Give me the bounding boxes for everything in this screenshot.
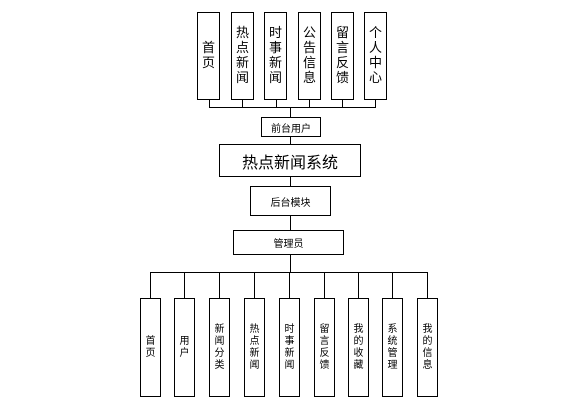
module-char: 户 <box>179 347 190 359</box>
module-char: 闻 <box>284 359 295 371</box>
module-char: 信 <box>302 56 316 71</box>
module-char: 的 <box>422 335 433 347</box>
module-char: 反 <box>335 56 349 71</box>
module-char: 新 <box>214 323 225 335</box>
admin-module-home: 首 页 <box>140 298 161 397</box>
module-char: 藏 <box>353 359 364 371</box>
admin-module-system-management: 系 统 管 理 <box>382 298 403 397</box>
admin-label: 管理员 <box>273 239 304 250</box>
admin-module-my-info: 我 的 信 息 <box>417 298 438 397</box>
module-char: 首 <box>201 41 215 56</box>
module-char: 告 <box>302 41 316 56</box>
module-char: 分 <box>214 347 225 359</box>
module-char: 类 <box>214 359 225 371</box>
module-char: 事 <box>268 41 282 56</box>
module-char: 闻 <box>235 71 249 86</box>
module-char: 馈 <box>335 71 349 86</box>
module-char: 统 <box>387 335 398 347</box>
frontend-module-current-news: 时 事 新 闻 <box>264 12 287 100</box>
admin-module-news-category: 新 闻 分 类 <box>209 298 230 397</box>
module-char: 留 <box>319 323 330 335</box>
frontend-module-announcements: 公 告 信 息 <box>298 12 321 100</box>
module-char: 新 <box>268 56 282 71</box>
module-char: 新 <box>284 347 295 359</box>
module-char: 新 <box>235 56 249 71</box>
frontend-module-hot-news: 热 点 新 闻 <box>231 12 254 100</box>
module-char: 时 <box>268 26 282 41</box>
module-char: 热 <box>235 26 249 41</box>
module-char: 言 <box>319 335 330 347</box>
module-char: 息 <box>422 359 433 371</box>
module-char: 我 <box>353 323 364 335</box>
module-char: 热 <box>249 323 260 335</box>
module-char: 理 <box>387 359 398 371</box>
module-char: 系 <box>387 323 398 335</box>
module-char: 时 <box>284 323 295 335</box>
module-char: 用 <box>179 335 190 347</box>
module-char: 留 <box>335 26 349 41</box>
module-char: 公 <box>302 26 316 41</box>
module-char: 人 <box>368 41 382 56</box>
module-char: 闻 <box>249 359 260 371</box>
system-title-box: 热点新闻系统 <box>219 144 361 177</box>
admin-module-users: 用 户 <box>174 298 195 397</box>
module-char: 闻 <box>268 71 282 86</box>
frontend-user-box: 前台用户 <box>261 117 321 137</box>
module-char: 事 <box>284 335 295 347</box>
module-char: 个 <box>368 26 382 41</box>
frontend-module-feedback: 留 言 反 馈 <box>331 12 354 100</box>
module-char: 反 <box>319 347 330 359</box>
module-char: 心 <box>368 71 382 86</box>
admin-module-feedback: 留 言 反 馈 <box>314 298 335 397</box>
system-title: 热点新闻系统 <box>241 152 338 172</box>
module-char: 新 <box>249 347 260 359</box>
admin-module-favorites: 我 的 收 藏 <box>348 298 369 397</box>
module-char: 首 <box>145 335 156 347</box>
admin-module-hot-news: 热 点 新 闻 <box>244 298 265 397</box>
module-char: 馈 <box>319 359 330 371</box>
module-char: 闻 <box>214 335 225 347</box>
module-char: 点 <box>235 41 249 56</box>
frontend-user-label: 前台用户 <box>271 123 311 135</box>
module-char: 页 <box>145 347 156 359</box>
backend-module-box: 后台模块 <box>250 186 331 216</box>
module-char: 中 <box>368 56 382 71</box>
module-char: 息 <box>302 71 316 86</box>
module-char: 页 <box>201 56 215 71</box>
module-char: 言 <box>335 41 349 56</box>
module-char: 信 <box>422 347 433 359</box>
frontend-module-home: 首 页 <box>197 12 220 100</box>
admin-module-current-news: 时 事 新 闻 <box>279 298 300 397</box>
admin-box: 管理员 <box>233 230 344 255</box>
frontend-module-personal-center: 个 人 中 心 <box>364 12 387 100</box>
module-char: 我 <box>422 323 433 335</box>
module-char: 管 <box>387 347 398 359</box>
module-char: 点 <box>249 335 260 347</box>
module-char: 的 <box>353 335 364 347</box>
module-char: 收 <box>353 347 364 359</box>
backend-module-label: 后台模块 <box>270 197 311 209</box>
